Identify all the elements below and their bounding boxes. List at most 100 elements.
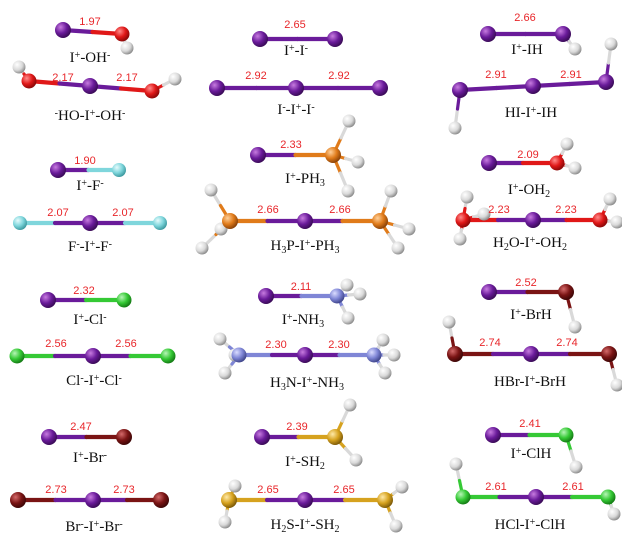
atom-br <box>10 492 26 508</box>
atom-i <box>523 346 539 362</box>
atom-h <box>568 161 582 175</box>
molecule-label: F--I+-F- <box>68 239 112 255</box>
atom-cl <box>116 292 132 308</box>
molecule-label: HI-I+-IH <box>505 105 557 121</box>
atoms-layer <box>9 22 622 533</box>
molecule-clh-i-clh <box>454 462 616 516</box>
atom-br <box>601 346 617 362</box>
atom-p <box>372 213 388 229</box>
atom-h <box>213 332 227 346</box>
atom-h <box>477 207 491 221</box>
atom-i <box>452 82 468 98</box>
atom-i <box>525 212 541 228</box>
bond-length-label: 2.66 <box>257 204 278 216</box>
atom-i <box>288 80 304 96</box>
bond-length-label: 2.39 <box>286 421 307 433</box>
atom-h <box>389 519 403 533</box>
molecule-label: H2O-I+-OH2 <box>493 235 567 253</box>
bond-length-label: 2.92 <box>245 70 266 82</box>
atom-h <box>349 453 363 467</box>
atom-i <box>481 284 497 300</box>
atom-cl <box>9 348 25 364</box>
atom-i <box>82 215 98 231</box>
atom-cl <box>455 489 471 505</box>
bond-length-label: 2.30 <box>265 339 286 351</box>
atom-o <box>455 212 471 228</box>
bond-length-label: 2.92 <box>328 70 349 82</box>
atom-i <box>41 429 57 445</box>
atom-h <box>120 41 134 55</box>
atom-i <box>555 26 571 42</box>
bond-length-label: 2.66 <box>329 204 350 216</box>
atom-h <box>204 183 218 197</box>
bond-length-label: 2.65 <box>333 484 354 496</box>
atom-i <box>258 288 274 304</box>
atom-h <box>610 378 622 392</box>
bond-length-label: 2.23 <box>488 204 509 216</box>
bond-length-label: 2.73 <box>45 484 66 496</box>
atom-h <box>341 184 355 198</box>
atom-h <box>341 311 355 325</box>
atom-s <box>377 492 393 508</box>
bond-length-label: 2.52 <box>515 277 536 289</box>
bond-length-label: 2.65 <box>257 484 278 496</box>
atom-h <box>391 241 405 255</box>
atom-h <box>228 479 242 493</box>
atom-cl <box>160 348 176 364</box>
atom-i <box>485 427 501 443</box>
bond-length-label: 2.61 <box>485 481 506 493</box>
molecule-label: H3P-I+-PH3 <box>271 238 340 256</box>
bond-length-label: 2.07 <box>47 207 68 219</box>
atom-i <box>82 78 98 94</box>
atom-i <box>50 162 66 178</box>
atom-i <box>209 80 225 96</box>
bond-length-label: 2.56 <box>115 338 136 350</box>
bond-length-label: 2.73 <box>113 484 134 496</box>
atom-h <box>387 348 401 362</box>
bond-length-label: 2.74 <box>556 337 577 349</box>
atom-i <box>481 155 497 171</box>
atom-i <box>85 348 101 364</box>
atom-i <box>254 429 270 445</box>
molecule-label: I+-SH2 <box>285 454 325 472</box>
molecule-label: HBr-I+-BrH <box>494 374 566 390</box>
atom-h <box>353 287 367 301</box>
atom-p <box>325 147 341 163</box>
atom-o <box>21 73 37 89</box>
atom-h <box>569 460 583 474</box>
atom-h <box>218 366 232 380</box>
bond-length-label: 2.09 <box>517 149 538 161</box>
atom-f <box>112 163 126 177</box>
bond-length-label: 2.61 <box>562 481 583 493</box>
bond-length-label: 2.07 <box>112 207 133 219</box>
atom-h <box>218 515 232 529</box>
atom-s <box>221 492 237 508</box>
bond-length-label: 2.91 <box>560 69 581 81</box>
bond-length-label: 2.23 <box>555 204 576 216</box>
atom-h <box>376 333 390 347</box>
atom-n <box>231 347 247 363</box>
atom-h <box>460 190 474 204</box>
bond-length-label: 2.17 <box>52 72 73 84</box>
bond-length-label: 2.74 <box>479 337 500 349</box>
atom-br <box>558 284 574 300</box>
atom-h <box>568 320 582 334</box>
atom-h <box>195 241 209 255</box>
molecule-label: I+-I- <box>284 43 308 59</box>
bond-length-label: 2.66 <box>514 12 535 24</box>
molecule-label: I+-OH2 <box>508 182 550 200</box>
atom-o <box>549 155 565 171</box>
atom-br <box>116 429 132 445</box>
bond-length-label: 2.47 <box>70 421 91 433</box>
molecule-label: I+-ClH <box>511 446 552 462</box>
bond-length-label: 2.11 <box>291 281 312 293</box>
atom-h <box>342 114 356 128</box>
molecule-label: -HO-I+-OH- <box>55 108 126 124</box>
molecule-i-sh2 <box>259 403 358 462</box>
atom-n <box>329 288 345 304</box>
molecule-label: I+-BrH <box>510 307 552 323</box>
atom-i <box>480 26 496 42</box>
atom-h <box>604 37 618 51</box>
molecule-label: I+-PH3 <box>285 171 325 189</box>
